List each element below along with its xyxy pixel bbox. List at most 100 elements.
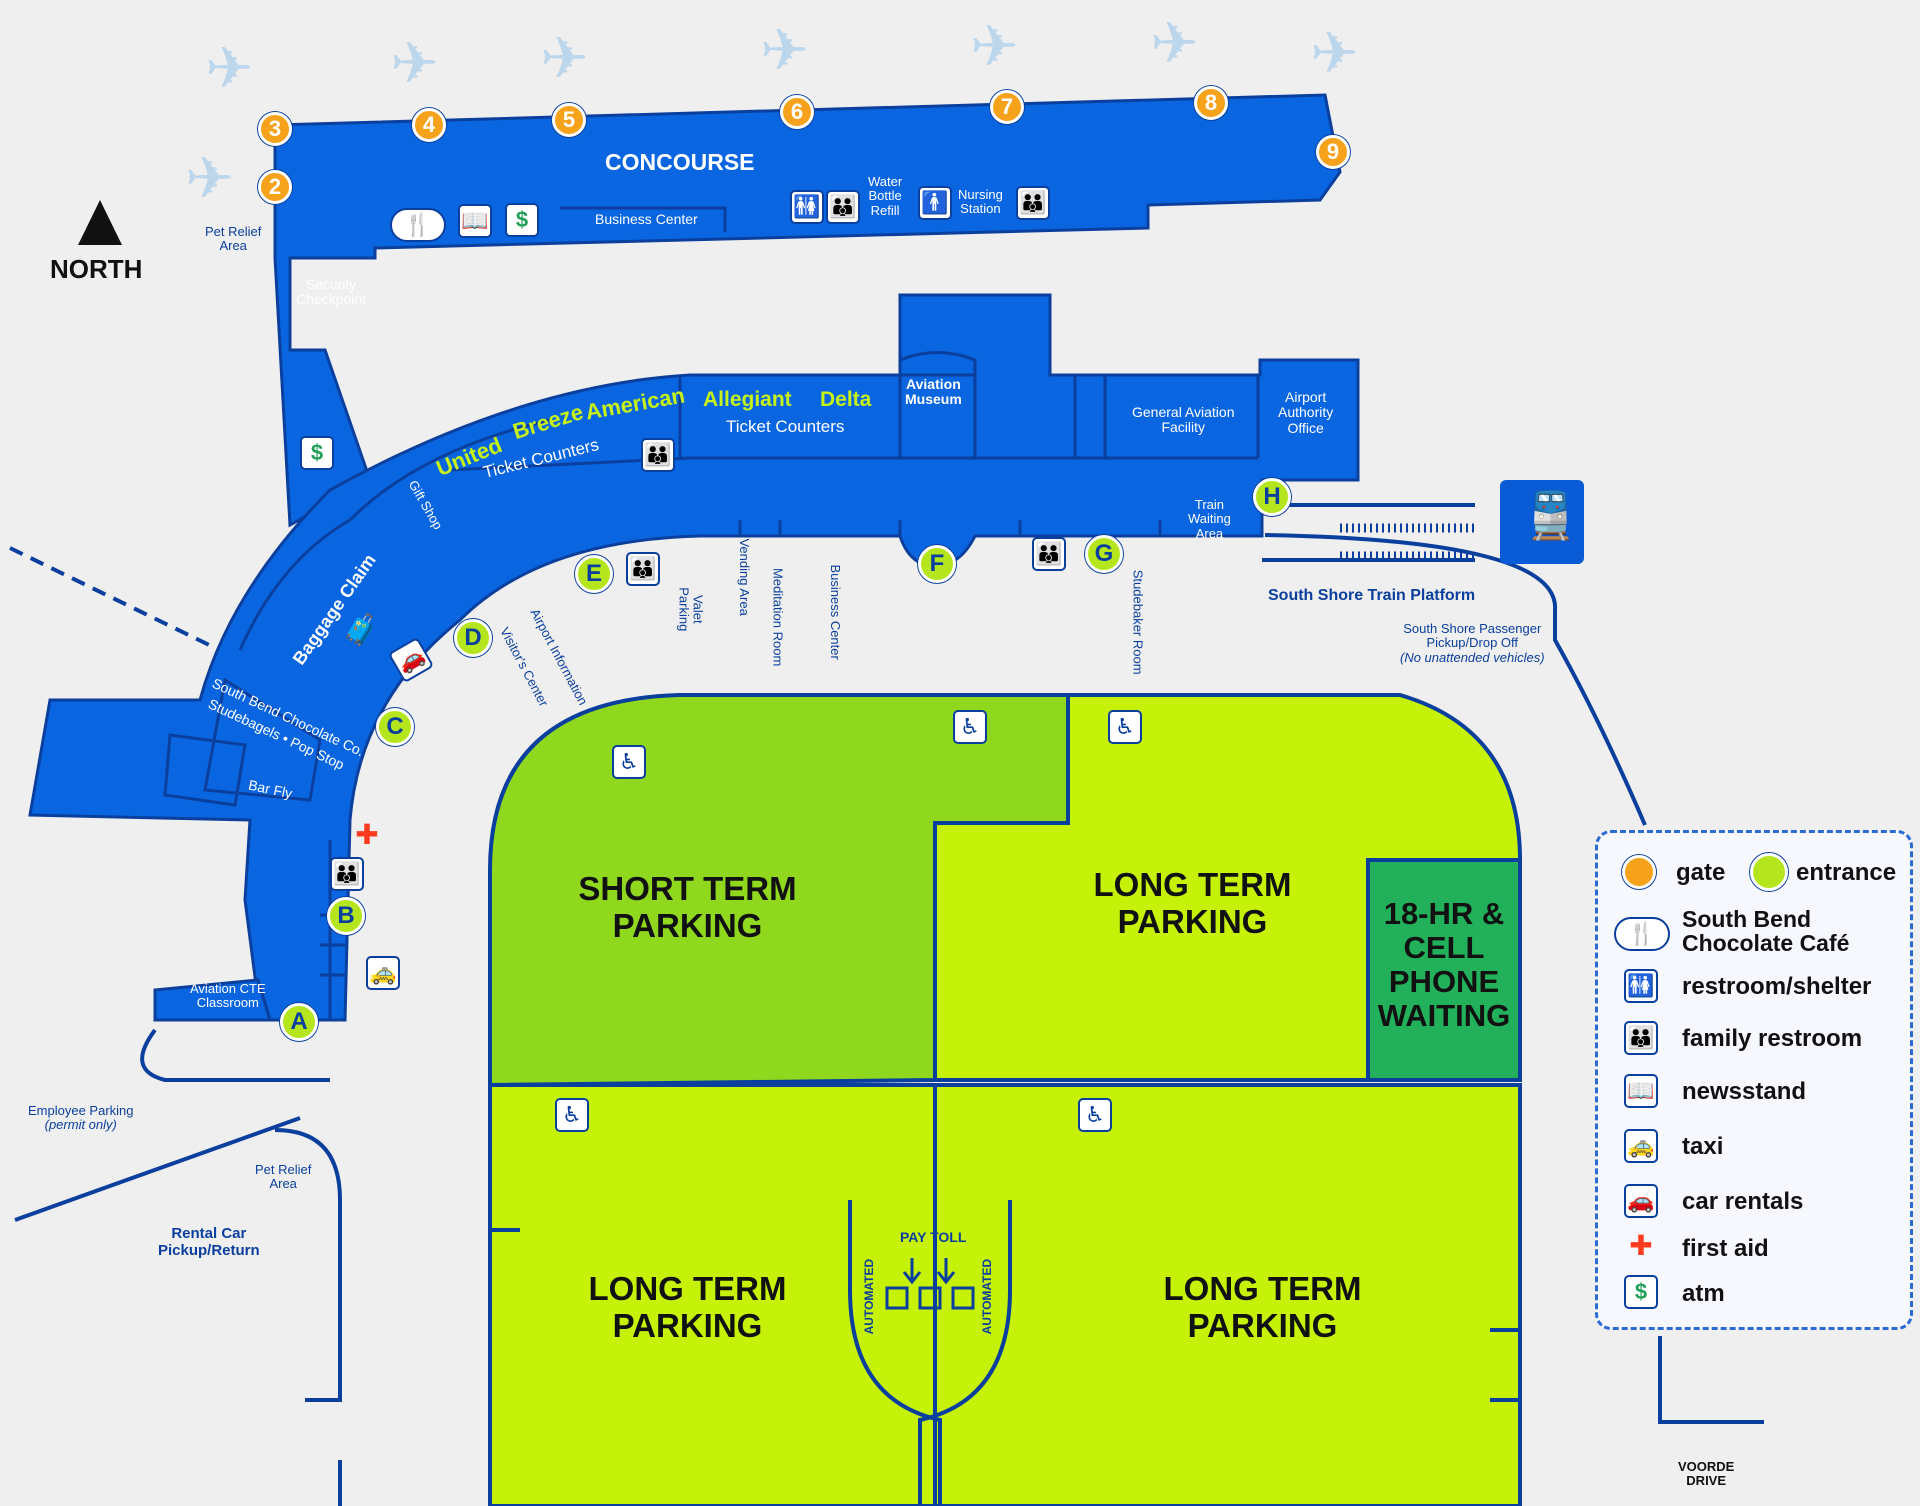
long-term-lot-ne	[933, 693, 1523, 1082]
train-platform	[1262, 503, 1475, 562]
family-restroom-icon[interactable]: 👪	[1032, 537, 1066, 571]
accessible-parking-icon: ♿	[1108, 710, 1142, 744]
legend-entrance-symbol	[1750, 853, 1788, 891]
legend-newsstand: newsstand	[1682, 1078, 1807, 1105]
gate-9[interactable]: 9	[1316, 135, 1350, 169]
entrance-g[interactable]: G	[1085, 535, 1123, 573]
family-restroom-icon: 👪	[1624, 1021, 1658, 1055]
taxi-icon: 🚕	[1624, 1129, 1658, 1163]
parking-lots	[488, 693, 1523, 1506]
plane-icon: ✈	[760, 18, 809, 83]
gate-8[interactable]: 8	[1194, 86, 1228, 120]
family-restroom-icon[interactable]: 👪	[641, 438, 675, 472]
gate-2[interactable]: 2	[258, 170, 292, 204]
plane-icon: ✈	[390, 31, 439, 96]
gate-3[interactable]: 3	[258, 112, 292, 146]
vending-area: Vending Area	[736, 538, 752, 616]
gate-6[interactable]: 6	[780, 95, 814, 129]
plane-icon: ✈	[1150, 11, 1199, 76]
family-restroom-icon[interactable]: 👪	[826, 190, 860, 224]
accessible-parking-icon: ♿	[953, 710, 987, 744]
newsstand-icon[interactable]: 📖	[458, 204, 492, 238]
ticket-counters-right: Ticket Counters	[726, 417, 845, 436]
museum-block	[898, 351, 977, 377]
terminal-inner-walls	[163, 206, 1260, 1020]
restroom-icon[interactable]: 🚻	[790, 190, 824, 224]
legend-taxi: taxi	[1682, 1133, 1724, 1160]
plane-icon: ✈	[205, 36, 254, 101]
atm-icon[interactable]: $	[300, 436, 334, 470]
automated-label-left: AUTOMATED	[862, 1258, 877, 1335]
cafe-icon[interactable]: 🍴	[390, 208, 446, 242]
train-platform-label: South Shore Train Platform	[1268, 587, 1476, 604]
family-restroom-icon[interactable]: 👪	[1016, 186, 1050, 220]
legend-car-rentals: car rentals	[1682, 1188, 1804, 1215]
employee-parking: Employee Parking(permit only)	[28, 1103, 134, 1133]
gate-5[interactable]: 5	[552, 103, 586, 137]
newsstand-icon: 📖	[1624, 1074, 1658, 1108]
business-center-main: Business Center	[827, 564, 843, 660]
pay-toll-label: PAY TOLL	[900, 1229, 967, 1245]
studebaker-room: Studebaker Room	[1130, 569, 1146, 675]
entrance-c[interactable]: C	[376, 708, 414, 746]
lot-markings	[490, 1200, 1520, 1506]
accessible-parking-icon: ♿	[612, 745, 646, 779]
cell-lot	[1366, 858, 1522, 1082]
long-term-lot-sw	[488, 1083, 937, 1506]
toll-booths	[885, 1258, 975, 1310]
gate-4[interactable]: 4	[412, 108, 446, 142]
atm-icon: $	[1624, 1275, 1658, 1309]
terminal-building	[28, 93, 1360, 1022]
entrance-f[interactable]: F	[918, 545, 956, 583]
restroom-icon: 🚻	[1624, 969, 1658, 1003]
entrance-b[interactable]: B	[327, 897, 365, 935]
entrance-d[interactable]: D	[454, 619, 492, 657]
family-restroom-icon[interactable]: 👪	[330, 857, 364, 891]
legend-atm: atm	[1682, 1280, 1725, 1307]
entrance-e[interactable]: E	[575, 555, 613, 593]
taxi-icon[interactable]: 🚕	[366, 956, 400, 990]
plane-icon: ✈	[185, 146, 234, 211]
legend-gate: gate	[1676, 859, 1726, 886]
legend-gate-symbol	[1622, 855, 1656, 889]
north-arrow-icon	[78, 200, 122, 245]
plane-icon: ✈	[540, 26, 589, 91]
train-icon-box	[1500, 480, 1584, 564]
luggage-icon: 🧳	[342, 614, 380, 647]
roads	[9, 533, 1764, 1506]
airline-delta: Delta	[820, 388, 872, 411]
meditation-room: Meditation Room	[770, 568, 786, 667]
legend-family-restroom: family restroom	[1682, 1025, 1863, 1052]
family-restroom-icon[interactable]: 👪	[626, 552, 660, 586]
atm-icon[interactable]: $	[505, 203, 539, 237]
concourse-label: CONCOURSE	[605, 149, 755, 175]
north-label: NORTH	[50, 254, 143, 284]
legend-first-aid: first aid	[1682, 1235, 1769, 1262]
entrance-a[interactable]: A	[280, 1003, 318, 1041]
restroom-icon[interactable]: 🚹	[918, 186, 952, 220]
first-aid-icon: ✚	[1629, 1230, 1653, 1261]
accessible-parking-icon: ♿	[1078, 1098, 1112, 1132]
long-term-lot-se	[933, 1083, 1522, 1506]
entrance-h[interactable]: H	[1253, 478, 1291, 516]
gate-7[interactable]: 7	[990, 90, 1024, 124]
automated-label-right: AUTOMATED	[980, 1258, 995, 1335]
